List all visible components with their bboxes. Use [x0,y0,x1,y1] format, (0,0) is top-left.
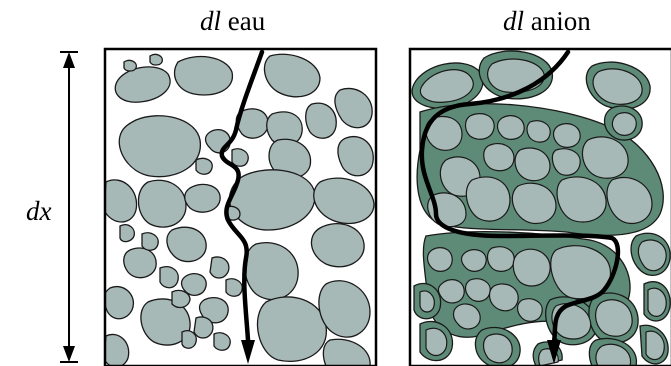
panel-anion [410,49,671,366]
panel-anion-frame [408,47,671,366]
dx-dimension-label: dx [26,196,52,226]
dx-dimension-arrow [60,51,78,363]
water-flow-path [219,49,265,343]
panel-water-frame [103,47,378,366]
panel-title-water: dl eau [200,6,265,37]
panel-title-water-text: eau [221,6,266,36]
grains-anion [419,58,667,366]
panel-water [105,49,376,366]
panel-title-anion-italic: dl [503,6,525,36]
grains-water [105,53,375,366]
panel-title-anion-text: anion [524,6,591,36]
anion-flow-arrowhead [547,340,561,364]
anion-flow-path [419,49,621,345]
panel-title-water-italic: dl [200,6,222,36]
panel-title-anion: dl anion [503,6,591,37]
water-flow-arrowhead [241,340,255,364]
